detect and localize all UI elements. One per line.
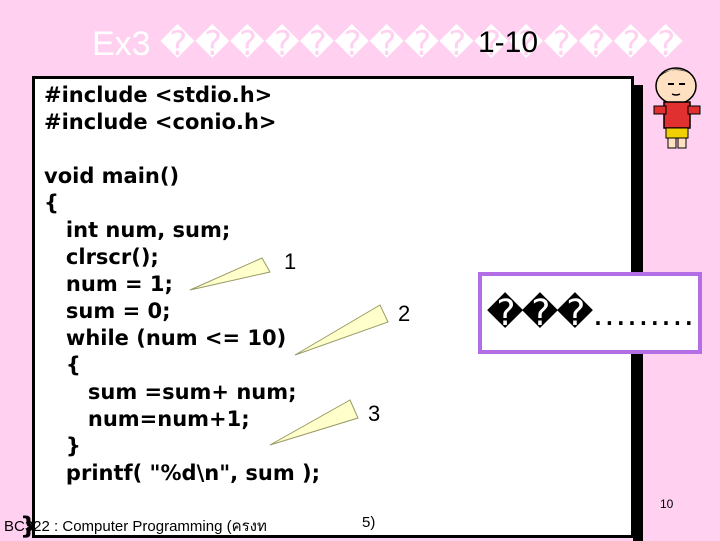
cartoon-boy-icon [653,67,701,149]
title-prefix: Ex3 [92,25,161,63]
answer-text: ���……… [486,292,696,333]
code-line: clrscr(); [44,245,159,269]
code-line: { [44,353,81,377]
code-line: printf( "%d\n", sum ); [44,461,321,485]
callout-1-label: 1 [284,249,297,274]
code-line: #include <conio.h> [44,110,277,134]
slide-title: Ex3 ��������������� 1-10 [92,24,683,64]
footer-course-end: 5) [362,514,376,531]
code-line: void main() [44,164,180,188]
code-line: while (num <= 10) [44,326,287,350]
code-line: #include <stdio.h> [44,83,273,107]
code-line [44,136,320,163]
code-line: num=num+1; [44,407,250,431]
title-range: 1-10 [478,26,539,59]
callout-2-label: 2 [398,301,411,326]
code-line: sum =sum+ num; [44,380,297,404]
callout-3-label: 3 [368,401,381,426]
code-line: int num, sum; [44,218,231,242]
page-number: 10 [660,497,674,511]
code-line: } [44,434,81,458]
title-rest: ��������������� [160,25,683,63]
code-listing: #include <stdio.h> #include <conio.h> voi… [44,82,320,487]
footer-course: BC322 : Computer Programming (ครงท [4,518,267,535]
code-line: sum = 0; [44,299,171,323]
answer-box: ���……… [478,272,702,354]
closing-brace: } [20,512,38,540]
code-line: num = 1; [44,272,173,296]
code-line: { [44,191,59,215]
